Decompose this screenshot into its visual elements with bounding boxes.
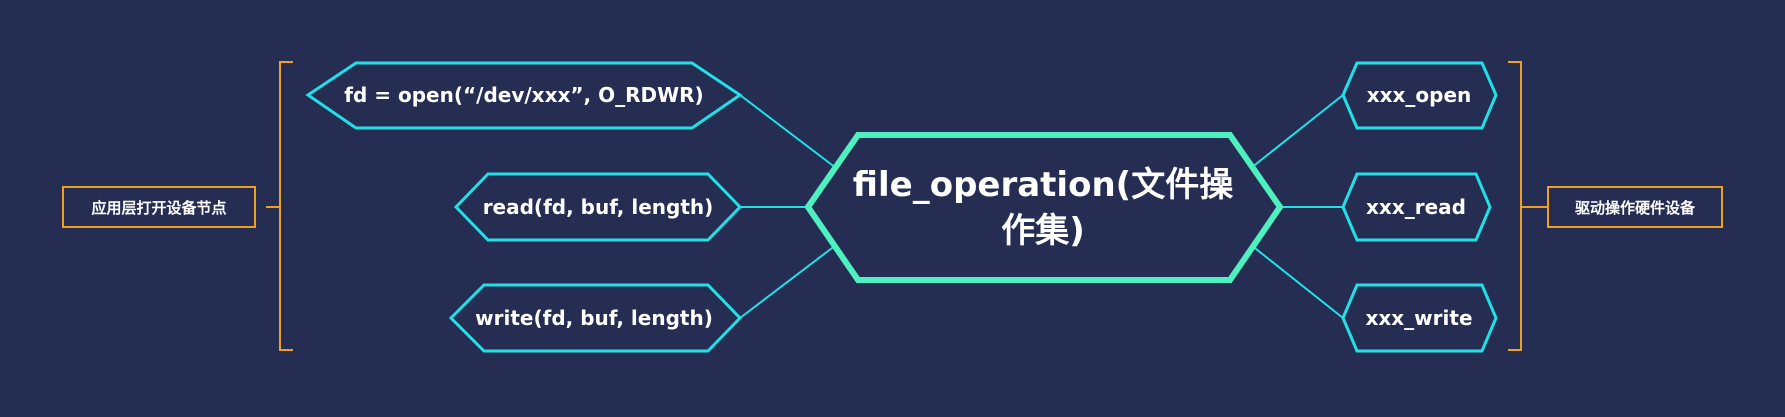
center-node[interactable]: file_operation(文件操 作集): [804, 132, 1284, 283]
connector-xxx-write: [1250, 244, 1344, 319]
node-open-call[interactable]: fd = open(“/dev/xxx”, O_RDWR): [305, 61, 743, 130]
left-group-label-box: 应用层打开设备节点: [62, 186, 256, 228]
connectors: [739, 94, 1344, 319]
left-bracket: [266, 61, 293, 351]
node-xxx-open[interactable]: xxx_open: [1341, 61, 1498, 130]
connector-xxx-open: [1250, 94, 1344, 169]
connector-write: [739, 244, 837, 319]
node-xxx-open-label: xxx_open: [1367, 83, 1472, 107]
node-xxx-read-label: xxx_read: [1366, 195, 1466, 219]
node-read-call-label: read(fd, buf, length): [483, 195, 714, 219]
node-xxx-write-label: xxx_write: [1365, 306, 1472, 330]
center-node-label-line2: 作集): [1001, 211, 1085, 251]
node-read-call[interactable]: read(fd, buf, length): [453, 172, 743, 242]
right-group-label: 驱动操作硬件设备: [1575, 199, 1696, 217]
node-xxx-read[interactable]: xxx_read: [1341, 172, 1492, 242]
connector-open: [739, 94, 837, 169]
right-bracket: [1508, 61, 1547, 351]
center-node-label-line1: file_operation(文件操: [853, 165, 1233, 205]
right-group-label-box: 驱动操作硬件设备: [1547, 186, 1723, 228]
node-write-call[interactable]: write(fd, buf, length): [448, 283, 743, 353]
left-group-label: 应用层打开设备节点: [91, 199, 226, 217]
node-write-call-label: write(fd, buf, length): [475, 306, 713, 330]
node-open-call-label: fd = open(“/dev/xxx”, O_RDWR): [344, 83, 703, 107]
node-xxx-write[interactable]: xxx_write: [1341, 283, 1498, 353]
